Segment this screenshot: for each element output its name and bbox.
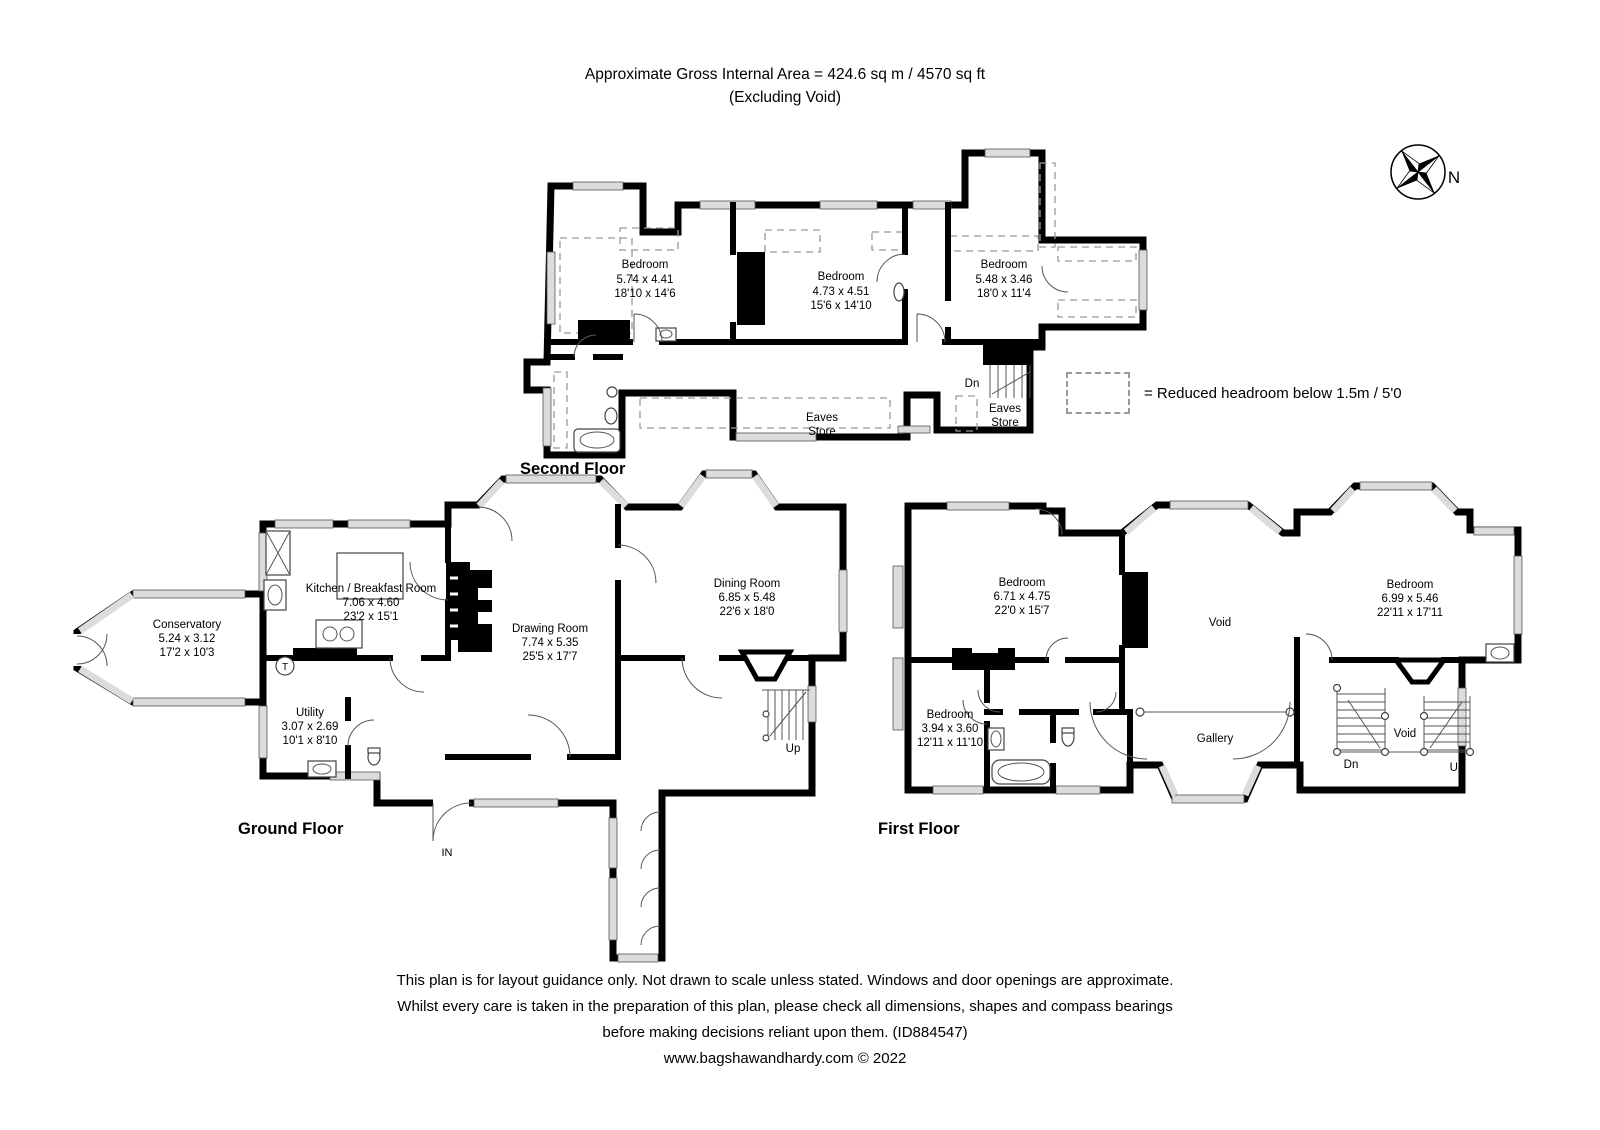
stairs-down-label: Dn <box>1344 759 1359 771</box>
room-label: Kitchen / Breakfast Room <box>306 583 436 595</box>
sink-icon <box>307 760 337 778</box>
room-dim-metric: 4.73 x 4.51 <box>813 286 870 298</box>
room-dim-metric: 7.06 x 4.60 <box>343 597 400 609</box>
room-dim-metric: 3.94 x 3.60 <box>922 723 979 735</box>
room-label: Eaves <box>989 403 1021 415</box>
room-dim-metric: 5.24 x 3.12 <box>159 633 216 645</box>
room-label: Bedroom <box>818 271 865 283</box>
thermostat-icon <box>275 656 295 676</box>
second-floor-label: Second Floor <box>520 460 626 478</box>
room-label: Utility <box>296 707 324 719</box>
disclaimer-line-3: before making decisions reliant upon the… <box>602 1024 968 1041</box>
room-dim-metric: 6.99 x 5.46 <box>1382 593 1439 605</box>
room-dim-metric: 5.48 x 3.46 <box>976 274 1033 286</box>
entrance-label: IN <box>442 847 453 859</box>
disclaimer-line-2: Whilst every care is taken in the prepar… <box>397 998 1173 1015</box>
gallery-label: Gallery <box>1197 733 1234 745</box>
stairs-down-label: Dn <box>965 378 980 390</box>
basin-icon <box>1485 643 1515 663</box>
compass-icon: N <box>1390 144 1460 200</box>
disclaimer: This plan is for layout guidance only. N… <box>0 968 1570 1072</box>
room-dim-metric: 3.07 x 2.69 <box>282 721 339 733</box>
room-dim-imperial: 25'5 x 17'7 <box>523 651 578 663</box>
room-dim-metric: 6.71 x 4.75 <box>994 591 1051 603</box>
void-label: Void <box>1394 728 1416 740</box>
void-label: Void <box>1209 617 1231 629</box>
room-dim-metric: 7.74 x 5.35 <box>522 637 579 649</box>
first-floor-stairs <box>1332 683 1475 757</box>
room-dim-metric: 5.74 x 4.41 <box>617 274 674 286</box>
toilet-icon <box>604 407 618 425</box>
room-label: Bedroom <box>1387 579 1434 591</box>
stairs-up-label: Up <box>786 743 801 755</box>
room-dim-imperial: 10'1 x 8'10 <box>283 735 338 747</box>
disclaimer-line-1: This plan is for layout guidance only. N… <box>396 972 1174 989</box>
page-title: Approximate Gross Internal Area = 424.6 … <box>0 63 1570 109</box>
room-dim-imperial: 23'2 x 15'1 <box>344 611 399 623</box>
room-dim-imperial: 18'10 x 14'6 <box>614 288 675 300</box>
room-label: Bedroom <box>622 259 669 271</box>
ground-floor-label: Ground Floor <box>238 820 344 838</box>
room-label: Store <box>808 426 836 438</box>
room-dim-imperial: 22'0 x 15'7 <box>995 605 1050 617</box>
second-floor-stairs <box>989 365 1031 398</box>
room-dim-imperial: 17'2 x 10'3 <box>160 647 215 659</box>
sink-icon <box>263 579 287 611</box>
room-label: Drawing Room <box>512 623 588 635</box>
basin-icon <box>606 386 618 398</box>
room-dim-imperial: 22'6 x 18'0 <box>720 606 775 618</box>
ground-floor-plan: T Conservatory 5.24 x 3.12 17'2 x 10'3 K… <box>72 469 848 963</box>
room-label: Bedroom <box>999 577 1046 589</box>
island-icon <box>336 552 404 600</box>
reduced-headroom-swatch <box>1066 372 1130 414</box>
room-dim-metric: 6.85 x 5.48 <box>719 592 776 604</box>
first-floor-plan: Bedroom 6.71 x 4.75 22'0 x 15'7 Bedroom … <box>892 481 1523 804</box>
room-dim-imperial: 22'11 x 17'11 <box>1377 607 1443 619</box>
thermostat-label: T <box>282 662 288 673</box>
title-line-1: Approximate Gross Internal Area = 424.6 … <box>584 66 986 83</box>
room-dim-imperial: 15'6 x 14'10 <box>810 300 871 312</box>
second-floor-plan: Bedroom 5.74 x 4.41 18'10 x 14'6 Bedroom… <box>523 148 1148 459</box>
room-label: Conservatory <box>153 619 222 631</box>
room-label: Store <box>991 417 1019 429</box>
room-dim-imperial: 12'11 x 11'10 <box>917 737 983 749</box>
room-label: Dining Room <box>714 578 780 590</box>
compass-star <box>1396 150 1440 194</box>
title-line-2: (Excluding Void) <box>728 89 841 106</box>
room-label: Bedroom <box>981 259 1028 271</box>
reduced-headroom-text: = Reduced headroom below 1.5m / 5'0 <box>1144 384 1402 402</box>
basin-icon <box>893 282 905 302</box>
bath-icon <box>991 759 1051 785</box>
compass-north-label: N <box>1448 168 1460 187</box>
room-label: Bedroom <box>927 709 974 721</box>
stairs-up-label: Up <box>1450 762 1465 774</box>
room-dim-imperial: 18'0 x 11'4 <box>977 288 1032 300</box>
copyright-line: www.bagshawandhardy.com © 2022 <box>663 1050 907 1067</box>
first-floor-label: First Floor <box>878 820 960 838</box>
reduced-headroom-legend: = Reduced headroom below 1.5m / 5'0 <box>1066 372 1402 414</box>
ground-floor-stairs <box>762 689 810 742</box>
room-label: Eaves <box>806 412 838 424</box>
